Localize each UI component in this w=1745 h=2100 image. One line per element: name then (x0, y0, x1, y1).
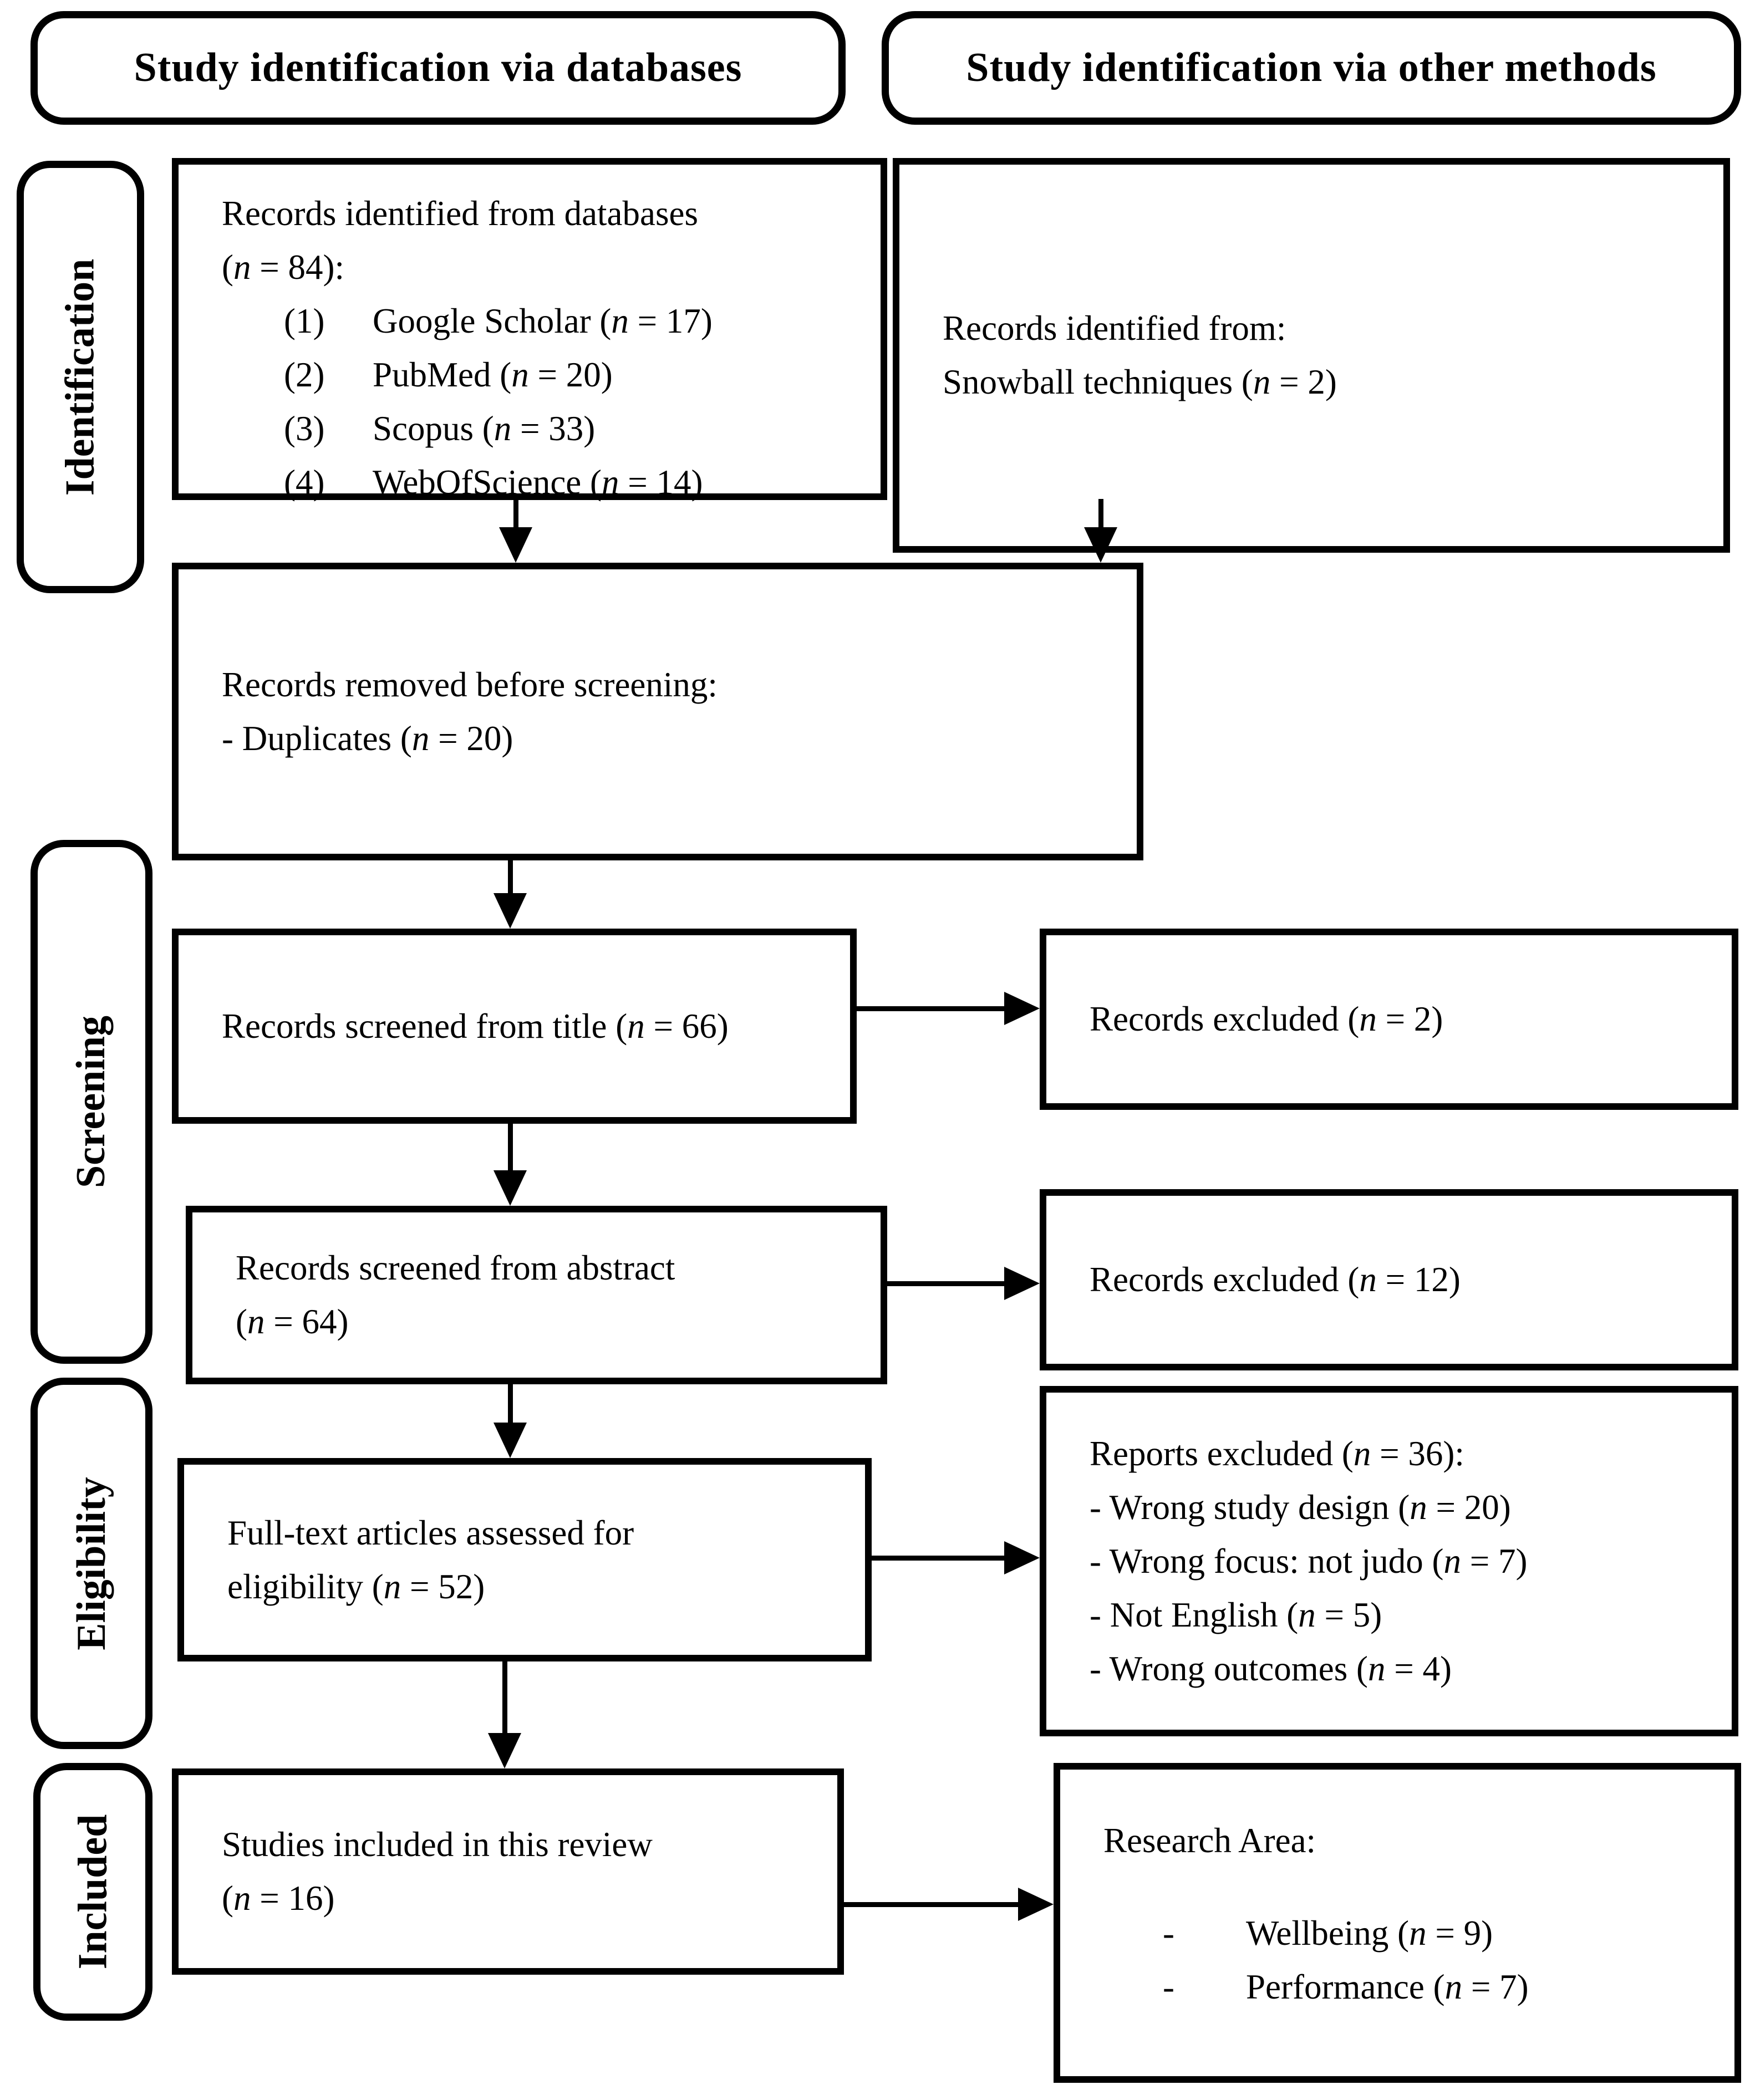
box-excluded-abstract: Records excluded (n = 12) (1040, 1189, 1738, 1370)
arrow-fulltext-to-included (502, 1661, 507, 1733)
box-reports-excluded: Reports excluded (n = 36): - Wrong study… (1040, 1386, 1738, 1736)
studies-included-line1: Studies included in this review (222, 1825, 653, 1864)
fulltext-line1: Full-text articles assessed for (227, 1513, 634, 1552)
box-screened-title: Records screened from title (n = 66) (172, 929, 857, 1124)
identified-databases-line1: Records identified from databases (222, 194, 698, 233)
excluded-title-text: Records excluded (n = 2) (1090, 1000, 1443, 1038)
stage-identification-label: Identification (57, 258, 103, 496)
database-item-label: Scopus (n = 33) (373, 409, 596, 448)
reports-excluded-title: Reports excluded (n = 36): (1090, 1434, 1464, 1473)
stage-screening-label: Screening (68, 1015, 114, 1189)
box-fulltext-assessed: Full-text articles assessed for eligibil… (177, 1458, 872, 1661)
screened-title-text: Records screened from title (n = 66) (222, 1006, 729, 1046)
reports-excluded-item: - Wrong outcomes (n = 4) (1090, 1649, 1452, 1688)
arrow-abstract-to-excluded (887, 1281, 1006, 1286)
database-item-label: WebOfScience (n = 14) (373, 463, 703, 502)
arrow-databases-to-removed (513, 499, 518, 529)
screened-abstract-line1: Records screened from abstract (236, 1248, 675, 1287)
database-item-label: PubMed (n = 20) (373, 355, 613, 394)
box-identified-databases: Records identified from databases (n = 8… (172, 158, 887, 502)
arrowhead-fulltext-to-reports-excluded (1004, 1541, 1040, 1574)
arrowhead-fulltext-to-included (488, 1733, 521, 1768)
identified-other-line2: Snowball techniques (n = 2) (943, 363, 1337, 401)
header-other-methods: Study identification via other methods (882, 11, 1741, 125)
database-item: (1) Google Scholar (n = 17) (179, 294, 881, 348)
arrowhead-title-to-abstract (494, 1170, 527, 1206)
removed-title: Records removed before screening: (222, 665, 718, 704)
arrow-other-to-removed (1098, 499, 1103, 529)
database-item: (2) PubMed (n = 20) (179, 348, 881, 402)
header-other-methods-label: Study identification via other methods (966, 45, 1657, 90)
database-item-label: Google Scholar (n = 17) (373, 302, 713, 340)
reports-excluded-item: - Wrong focus: not judo (n = 7) (1090, 1541, 1528, 1581)
stage-screening: Screening (30, 840, 152, 1364)
research-area-item-dash: - (1163, 1914, 1174, 1953)
box-excluded-title: Records excluded (n = 2) (1040, 929, 1738, 1110)
stage-eligibility-label: Eligibility (68, 1476, 114, 1650)
identified-databases-line2: (n = 84): (222, 248, 344, 287)
database-item-num: (4) (284, 463, 325, 502)
box-studies-included: Studies included in this review (n = 16) (172, 1768, 844, 1975)
box-research-area: Research Area: - Wellbeing (n = 9) - Per… (1054, 1763, 1741, 2083)
research-area-item: - Wellbeing (n = 9) (1060, 1907, 1734, 1960)
removed-item: - Duplicates (n = 20) (222, 718, 513, 758)
arrow-title-to-abstract (508, 1124, 513, 1173)
stage-included: Included (33, 1763, 152, 2021)
reports-excluded-item: - Wrong study design (n = 20) (1090, 1487, 1511, 1527)
database-item-num: (3) (284, 409, 325, 448)
arrowhead-databases-to-removed (499, 527, 532, 563)
arrowhead-included-to-research-area (1018, 1888, 1054, 1921)
research-area-item-label: Wellbeing (n = 9) (1246, 1914, 1493, 1953)
box-screened-abstract: Records screened from abstract (n = 64) (186, 1206, 887, 1384)
arrow-abstract-to-fulltext (508, 1384, 513, 1425)
header-databases: Study identification via databases (30, 11, 846, 125)
database-item: (4) WebOfScience (n = 14) (179, 456, 881, 509)
box-removed-before-screening: Records removed before screening: - Dupl… (172, 563, 1143, 860)
database-item: (3) Scopus (n = 33) (179, 402, 881, 456)
reports-excluded-item: - Not English (n = 5) (1090, 1595, 1382, 1634)
arrowhead-abstract-to-fulltext (494, 1423, 527, 1458)
arrow-title-to-excluded (857, 1006, 1006, 1011)
research-area-title: Research Area: (1103, 1821, 1316, 1860)
box-identified-other: Records identified from: Snowball techni… (893, 158, 1730, 553)
header-databases-label: Study identification via databases (134, 45, 742, 90)
arrowhead-other-to-removed (1084, 527, 1117, 563)
fulltext-line2: eligibility (n = 52) (227, 1567, 485, 1606)
studies-included-line2: (n = 16) (222, 1879, 335, 1918)
database-item-num: (2) (284, 355, 325, 394)
research-area-item-dash: - (1163, 1968, 1174, 2006)
database-item-num: (1) (284, 302, 325, 340)
stage-eligibility: Eligibility (30, 1378, 152, 1749)
stage-included-label: Included (70, 1814, 116, 1970)
arrowhead-abstract-to-excluded (1004, 1267, 1040, 1300)
identified-other-line1: Records identified from: (943, 309, 1286, 348)
arrowhead-removed-to-title-screen (494, 893, 527, 929)
stage-identification: Identification (17, 161, 144, 593)
research-area-item: - Performance (n = 7) (1060, 1960, 1734, 2014)
research-area-item-label: Performance (n = 7) (1246, 1968, 1529, 2006)
arrow-removed-to-title-screen (508, 860, 513, 895)
arrowhead-title-to-excluded (1004, 992, 1040, 1025)
arrow-included-to-research-area (844, 1902, 1020, 1907)
screened-abstract-line2: (n = 64) (236, 1302, 349, 1341)
excluded-abstract-text: Records excluded (n = 12) (1090, 1260, 1461, 1299)
arrow-fulltext-to-reports-excluded (872, 1556, 1006, 1561)
